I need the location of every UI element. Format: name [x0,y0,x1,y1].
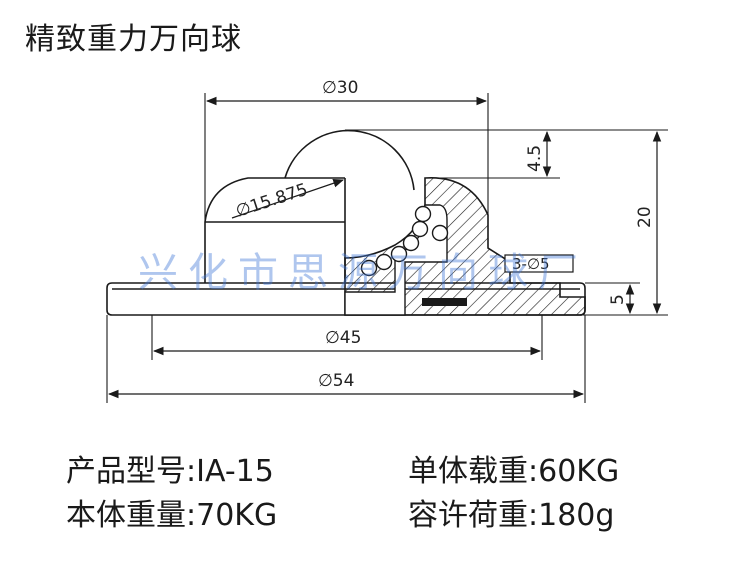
spec-model: 产品型号:IA-15 [66,446,274,490]
watermark-text: 兴化市思源万向球厂 [138,250,588,296]
spec-model-label: 产品型号: [66,454,197,489]
spec-load: 单体载重:60KG [408,446,619,490]
dim-holes: 3-∅5 [512,255,550,273]
main-ball [284,129,415,191]
spec-load-label: 单体载重: [408,454,539,489]
dim-body-diameter: ∅45 [325,328,361,348]
dim-flange-diameter: ∅54 [318,371,354,391]
spec-capacity: 容许荷重:180g [408,490,614,534]
spec-weight-label: 本体重量: [66,498,197,533]
dim-top-width: ∅30 [322,78,358,98]
dimension-lines [107,96,662,399]
spec-capacity-value: 180g [538,498,615,533]
dim-ball-diameter: ∅15.875 [233,180,310,222]
dim-total-height: 20 [635,206,655,228]
extension-lines [106,93,668,403]
spec-weight-value: 70KG [196,498,278,533]
dim-protrusion: 4.5 [525,145,545,172]
spec-capacity-label: 容许荷重: [408,498,539,533]
drawing-title: 精致重力万向球 [25,22,242,57]
spec-load-value: 60KG [538,454,620,489]
support-balls [360,205,449,277]
dim-flange-thickness: 5 [608,294,628,305]
spec-model-value: IA-15 [196,454,274,489]
spec-weight: 本体重量:70KG [66,490,277,534]
